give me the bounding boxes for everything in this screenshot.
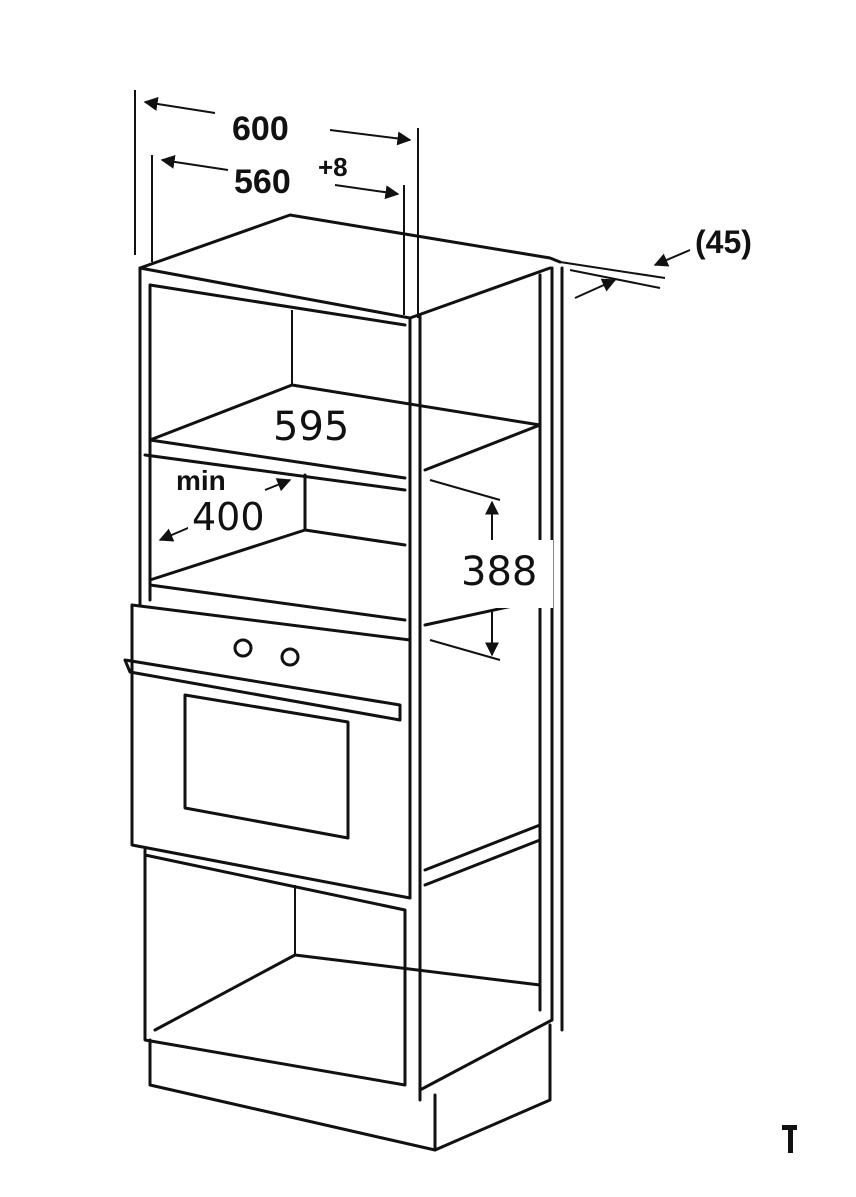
dim-45: (45): [695, 224, 752, 260]
dimension-extension-lines: [134, 90, 419, 318]
corner-mark-icon: [782, 1125, 797, 1153]
dim-595: 595: [273, 404, 349, 450]
dimension-arrows: [143, 97, 691, 661]
dim-600: 600: [232, 110, 289, 148]
dim-560: 560: [234, 163, 291, 201]
cabinet-outline: [123, 213, 564, 1152]
dim-min-label: min: [176, 465, 226, 496]
dim-400: 400: [192, 495, 265, 539]
dim-388: 388: [461, 549, 537, 595]
dim-560-tolerance: +8: [318, 152, 348, 182]
